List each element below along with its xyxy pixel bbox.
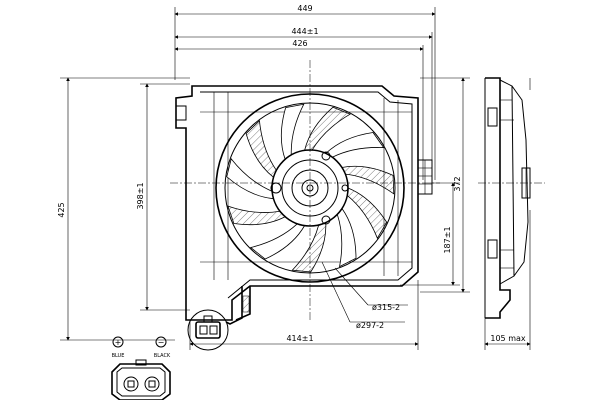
right-dimensions [400,77,470,293]
side-view [478,77,545,350]
wire-label-black: BLACK [154,353,171,359]
plus-symbol: + [115,338,122,347]
diameter-leaders [321,261,408,323]
minus-symbol: − [158,338,165,347]
fan-blade [291,222,327,273]
dim-center-to-bottom: 187±1 [443,226,452,253]
shroud-frame [175,85,419,321]
fan-blades [226,103,395,273]
dim-width-overall: 449 [297,4,312,13]
dim-width-inner: 426 [292,39,307,48]
bottom-dimension [189,280,419,350]
dim-height-right: 372 [453,176,462,191]
wire-harness [225,286,251,325]
dim-bottom-width-tol: 414±1 [286,334,313,343]
wire-label-blue: BLUE [112,353,125,359]
fan-blade [336,207,357,268]
center-lines [170,60,440,320]
fan-blade [304,106,351,151]
fan-blade [245,120,277,178]
dim-fan-diameter-inner: ø297-2 [356,321,384,330]
fan-blade [341,165,395,195]
dim-width-frame-tol: 444±1 [291,27,318,36]
dim-height-overall: 425 [57,202,66,217]
fan-blade [249,223,306,260]
fan-blade [325,132,385,158]
fan-blade [227,205,286,226]
dim-height-frame-tol: 398±1 [136,182,145,209]
dim-fan-diameter-outer: ø315-2 [372,303,400,312]
fan-blade [346,187,388,240]
dim-depth-max: 105 max [490,334,526,343]
connector-detail [187,309,229,351]
left-dimensions [60,77,190,341]
fan-blade [280,103,305,160]
fan-blade [226,157,275,200]
connector-pinout [111,336,171,400]
top-dimensions [174,7,436,180]
motor-tab [417,159,433,195]
